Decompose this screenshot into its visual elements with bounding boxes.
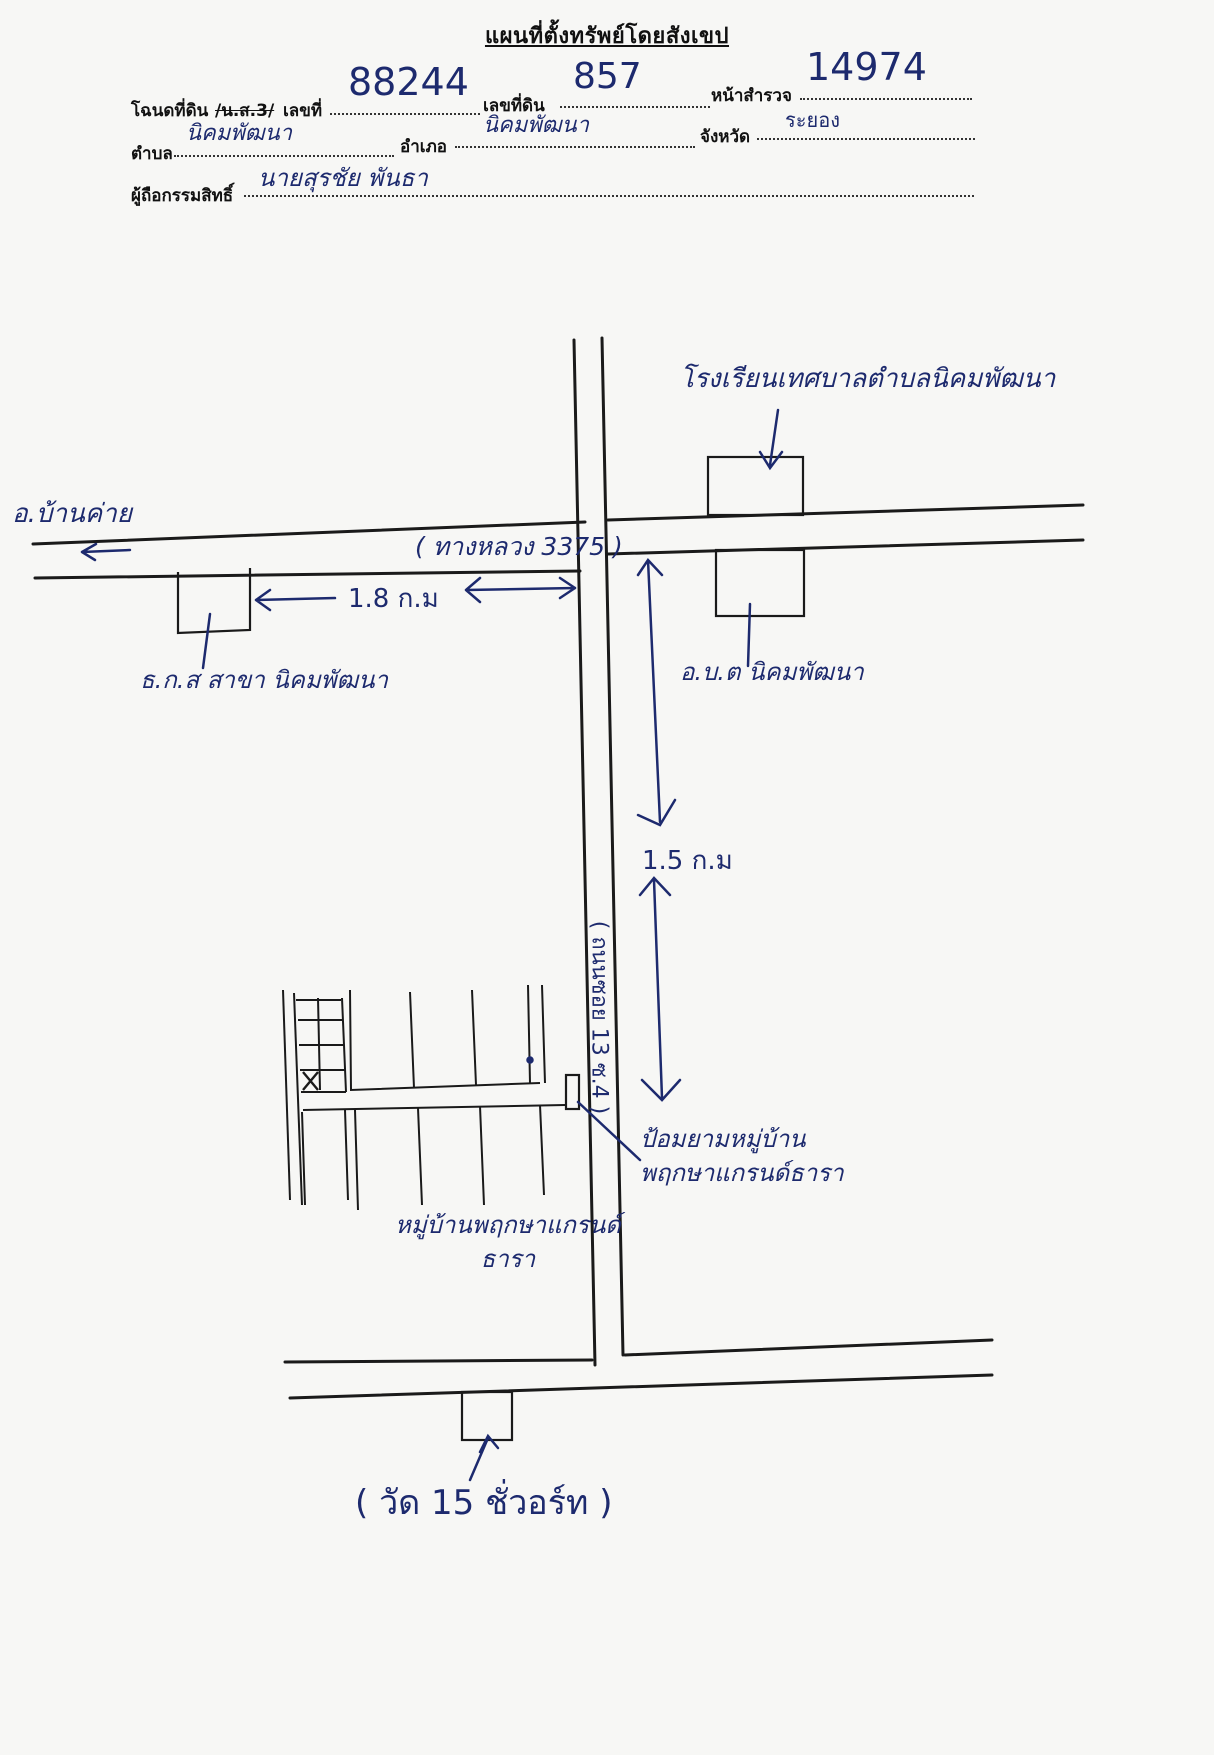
district-label: อำเภอ [400,137,447,157]
baac-leader [201,612,212,670]
south-road-upper-right [623,1338,994,1357]
deed-label: โฉนดที่ดิน [131,101,209,121]
village-gate-label: ป้อมยามหมู่บ้าน พฤกษาแกรนด์ธารา [640,1125,844,1187]
number-label: เลขที่ [283,101,323,121]
south-road-lower [288,1373,994,1400]
subdistrict-dotline [174,155,394,157]
sao-label: อ.บ.ต นิคมพัฒนา [680,658,864,686]
sao-building [714,548,806,618]
soi-road-left-edge [572,338,597,1367]
sao-leader [746,602,752,668]
land-no-value: 857 [573,56,642,97]
survey-dotline [800,98,972,100]
survey-label: หน้าสำรวจ [711,86,792,106]
temple-arrow [468,1433,500,1482]
soi-road-label: ( ถนนซอย 13 ซ.4 ) [586,920,612,1115]
to-ban-khai-label: อ.บ้านค่าย [12,499,132,529]
distance-1-arrow-right [464,576,577,604]
district-value: นิคมพัฒนา [483,113,590,138]
land-no-label: เลขที่ดิน [483,96,545,116]
distance-2-arrow-upper [636,557,677,827]
south-road-upper-left [283,1358,594,1364]
highway-lower-left-edge [33,569,582,580]
owner-dotline [244,195,974,197]
gate-leader [576,1100,642,1162]
province-value: ระยอง [785,108,840,132]
temple-building [460,1390,514,1442]
distance-2-label: 1.5 ก.ม [642,846,733,876]
owner-label: ผู้ถือกรรมสิทธิ์ [131,186,234,206]
baac-label: ธ.ก.ส สาขา นิคมพัฒนา [140,666,389,694]
distance-2-arrow-lower [638,876,682,1102]
number-dotline [330,113,480,115]
owner-value: นายสุรชัย พันธา [258,164,428,192]
page-title: แผนที่ตั้งทรัพย์โดยสังเขป [484,24,730,49]
school-arrow [758,408,784,471]
subdistrict-value: นิคมพัฒนา [186,121,293,146]
soi-road-right-edge [600,336,625,1357]
highway-upper-right-edge [606,503,1085,522]
survey-value: 14974 [806,45,927,89]
school-building [706,455,805,517]
province-dotline [757,138,975,140]
distance-1-arrow-left [254,588,337,612]
highway-upper-left-edge [31,520,587,546]
number-value: 88244 [348,60,469,104]
province-label: จังหวัด [700,127,751,147]
housing-estate [282,984,566,1211]
gate-booth [564,1073,581,1111]
village-label: หมู่บ้านพฤกษาแกรนด์ ธารา [395,1211,621,1273]
distance-1-label: 1.8 ก.ม [348,584,439,614]
subdistrict-label: ตำบล [131,144,173,164]
direction-arrow-left [80,542,132,562]
deed-struck-label: /น.ส.3/ [215,101,275,121]
highway-lower-right-edge [606,538,1085,556]
district-dotline [455,146,695,148]
village-dot [526,1056,534,1064]
highway-label: ( ทางหลวง 3375 ) [415,532,623,561]
temple-label: ( วัด 15 ชั่วอร์ท ) [355,1483,613,1523]
land-no-dotline [560,106,710,108]
school-label: โรงเรียนเทศบาลตำบลนิคมพัฒนา [680,364,1056,394]
baac-building [176,568,252,635]
